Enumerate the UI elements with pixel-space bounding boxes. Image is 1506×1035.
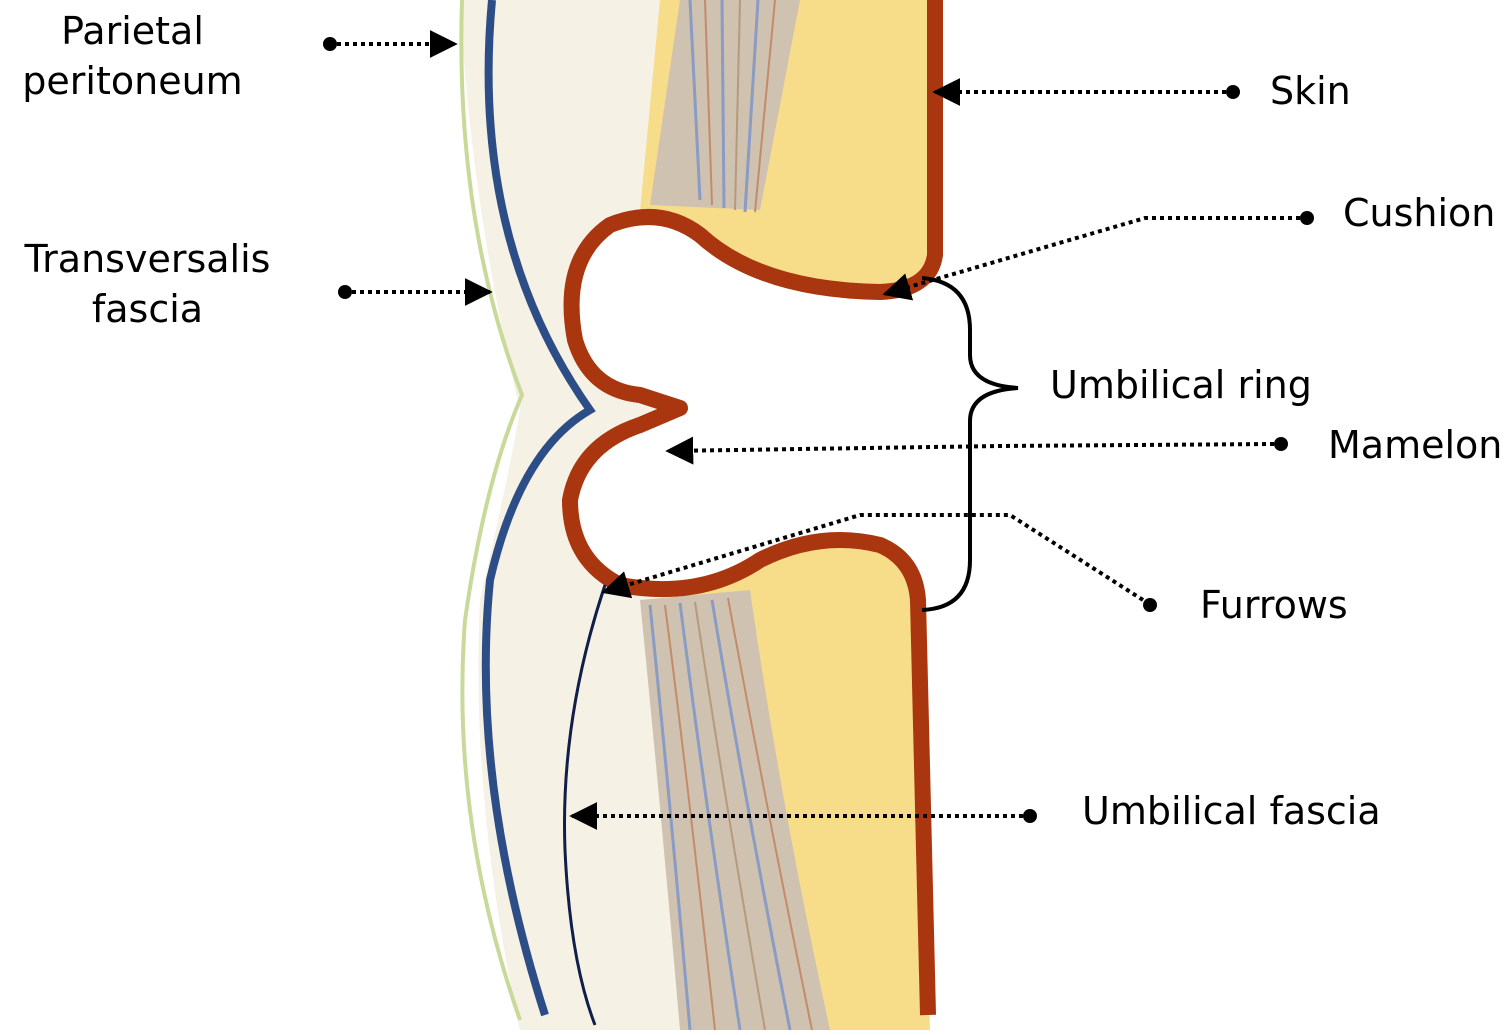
label-cushion: Cushion (1343, 188, 1495, 238)
label-mamelon: Mamelon (1328, 420, 1502, 470)
label-umbilical-ring: Umbilical ring (1050, 360, 1312, 410)
label-umbilical-fascia: Umbilical fascia (1082, 786, 1381, 836)
label-parietal-peritoneum-line1: Parietal (20, 6, 245, 56)
label-skin: Skin (1270, 66, 1351, 116)
label-parietal-peritoneum: Parietal peritoneum (20, 6, 245, 106)
leader-parietal-peritoneum (323, 37, 455, 51)
label-transversalis-fascia: Transversalis fascia (10, 234, 285, 334)
label-transversalis-fascia-line2: fascia (10, 284, 285, 334)
leader-transversalis-fascia (338, 285, 490, 299)
leader-skin (935, 85, 1240, 99)
label-transversalis-fascia-line1: Transversalis (10, 234, 285, 284)
umbilical-pit (570, 217, 1506, 600)
label-parietal-peritoneum-line2: peritoneum (20, 56, 245, 106)
label-furrows: Furrows (1200, 580, 1348, 630)
